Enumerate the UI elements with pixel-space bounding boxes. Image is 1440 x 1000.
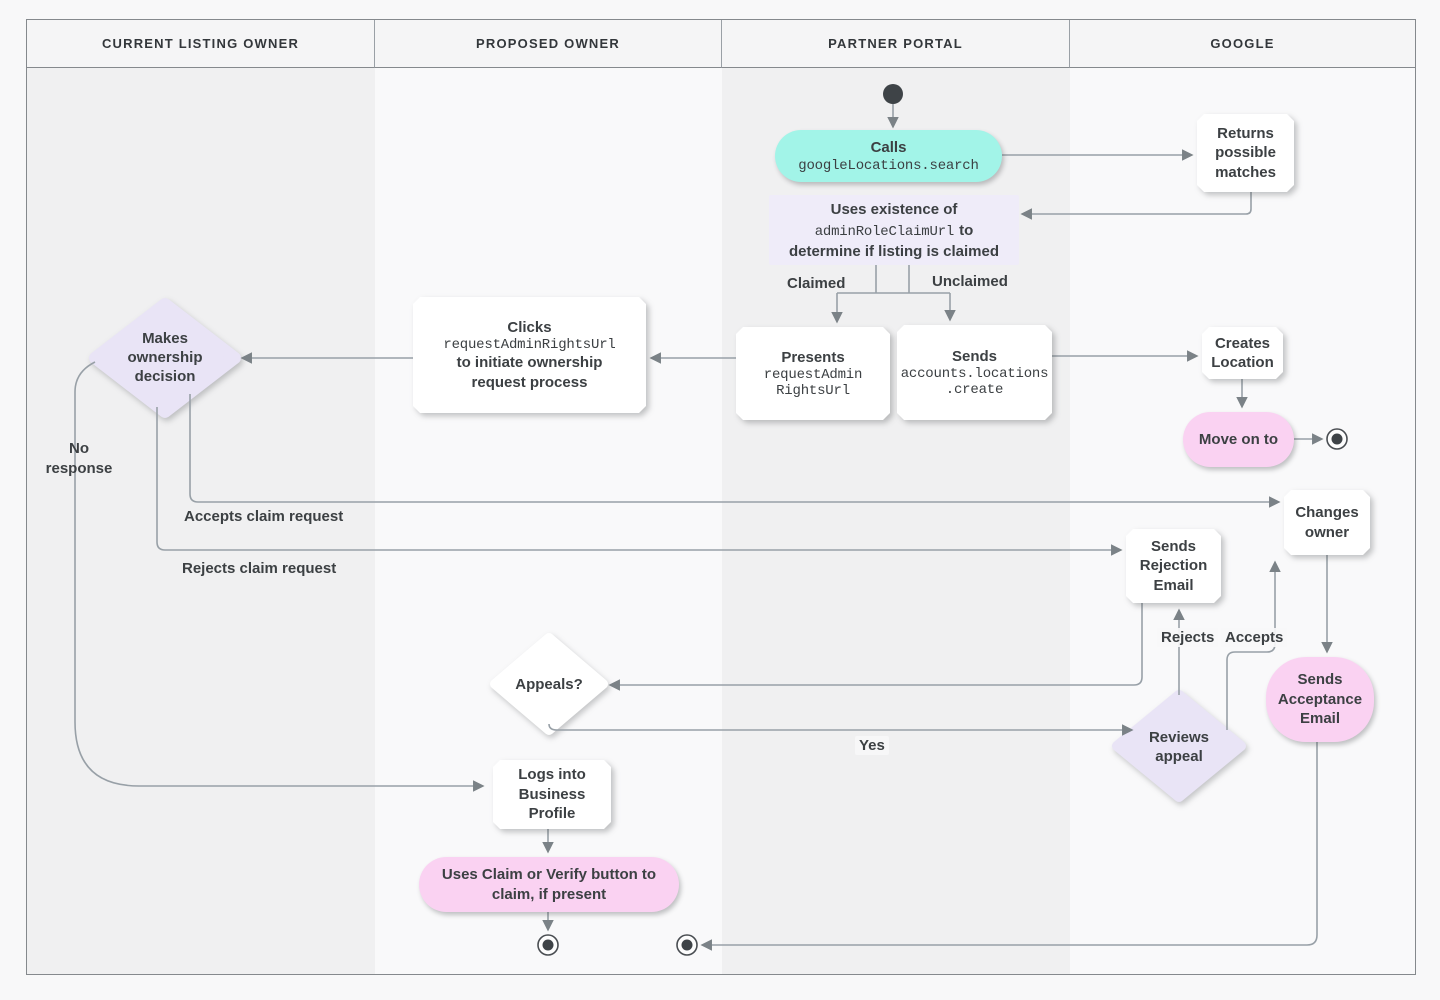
lane-header-proposed-owner: PROPOSED OWNER: [375, 20, 722, 68]
node-clicks-request-admin-rights: Clicks requestAdminRightsUrl to initiate…: [413, 297, 646, 413]
node-sends-acceptance-email: Sends Acceptance Email: [1266, 657, 1374, 742]
node-title: Presents: [781, 348, 845, 366]
node-code: requestAdminRightsUrl: [443, 337, 616, 354]
node-code: adminRoleClaimUrl: [814, 223, 955, 240]
node-text: determine if listing is claimed: [788, 242, 1000, 260]
node-title: Calls: [870, 139, 907, 157]
edge-label-unclaimed: Unclaimed: [932, 273, 1008, 290]
edge-label-rejects-claim-request: Rejects claim request: [182, 560, 337, 577]
lane-header-label: PARTNER PORTAL: [828, 36, 963, 51]
decision-label-appeals: Appeals?: [515, 676, 583, 693]
node-label: Sends Rejection Email: [1139, 537, 1208, 594]
node-label: Creates Location: [1211, 334, 1274, 371]
node-label: Logs into Business Profile: [518, 766, 586, 823]
edge-label-no-response: No response: [45, 440, 113, 477]
node-label: Changes owner: [1295, 504, 1359, 541]
node-text: Uses existence of: [830, 200, 958, 218]
decision-label-makes-ownership: Makes ownership decision: [127, 330, 203, 385]
node-code: googleLocations.search: [798, 157, 979, 174]
node-code: RightsUrl: [776, 383, 850, 400]
node-uses-claim-or-verify: Uses Claim or Verify button to claim, if…: [419, 857, 679, 912]
swimlane-diagram: CURRENT LISTING OWNER PROPOSED OWNER PAR…: [26, 19, 1416, 975]
node-presents-request-admin-rights-url: Presents requestAdmin RightsUrl: [736, 327, 890, 420]
node-label: Returns possible matches: [1215, 124, 1276, 181]
lane-header-partner-portal: PARTNER PORTAL: [722, 20, 1070, 68]
lane-header-label: PROPOSED OWNER: [476, 36, 620, 51]
node-returns-possible-matches: Returns possible matches: [1197, 114, 1294, 192]
edge-label-yes: Yes: [855, 736, 889, 755]
node-text: to: [959, 221, 974, 239]
node-code: accounts.locations: [900, 366, 1049, 383]
node-label: Move on to: [1198, 430, 1279, 448]
node-changes-owner: Changes owner: [1284, 490, 1370, 555]
decision-label-reviews-appeal: Reviews appeal: [1148, 729, 1210, 765]
lane-header-label: GOOGLE: [1210, 36, 1275, 51]
node-creates-location: Creates Location: [1202, 327, 1283, 379]
node-move-on-to: Move on to: [1183, 412, 1294, 467]
node-text: to initiate ownership request process: [456, 354, 603, 391]
lane-proposed-owner: [375, 68, 723, 974]
edge-label-rejects: Rejects: [1157, 628, 1219, 647]
edge-label-accepts: Accepts: [1221, 628, 1288, 647]
node-sends-rejection-email: Sends Rejection Email: [1126, 529, 1221, 603]
node-logs-into-business-profile: Logs into Business Profile: [493, 760, 611, 829]
edge-label-claimed: Claimed: [787, 275, 846, 292]
node-label: Sends Acceptance Email: [1277, 671, 1363, 728]
lane-header-google: GOOGLE: [1070, 20, 1415, 68]
node-title: Sends: [951, 347, 997, 365]
node-title: Clicks: [507, 318, 552, 336]
node-code: .create: [945, 382, 1004, 399]
node-code: requestAdmin: [763, 367, 863, 384]
node-calls-googlelocations-search: Calls googleLocations.search: [775, 130, 1002, 182]
node-label: Uses Claim or Verify button to claim, if…: [441, 866, 657, 903]
lane-header-label: CURRENT LISTING OWNER: [101, 36, 300, 51]
lane-header-current-listing-owner: CURRENT LISTING OWNER: [27, 20, 375, 68]
edge-label-accepts-claim-request: Accepts claim request: [184, 508, 344, 525]
node-sends-accounts-locations-create: Sends accounts.locations .create: [897, 325, 1052, 420]
